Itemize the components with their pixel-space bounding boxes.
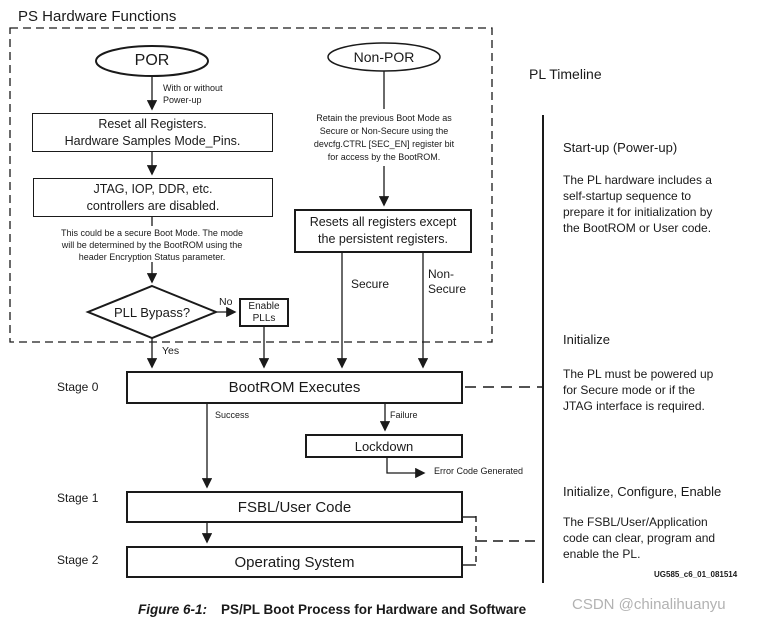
doc-ref: UG585_c6_01_081514	[654, 570, 738, 579]
pll-bypass-label: PLL Bypass?	[113, 305, 191, 320]
text-line: FSBL/User Code	[237, 498, 352, 516]
fsbl-user-code-box: FSBL/User Code	[126, 491, 463, 523]
text-line: controllers are disabled.	[86, 198, 220, 213]
label-secure: Secure	[351, 277, 390, 291]
text-line: JTAG interface is required.	[563, 399, 705, 413]
pl-timeline-title: PL Timeline	[529, 66, 602, 82]
secure-boot-note: This could be a secure Boot Mode. The mo…	[27, 227, 277, 263]
text-line: for Secure mode or if the	[563, 383, 696, 397]
text-line: header Encryption Status parameter.	[78, 252, 226, 262]
text-line: Lockdown	[354, 438, 414, 454]
text-line: With or without	[163, 83, 223, 93]
stage2-label: Stage 2	[57, 553, 99, 567]
text-line: JTAG, IOP, DDR, etc.	[93, 181, 213, 196]
ps-hardware-dashed-box	[9, 27, 493, 343]
text-line: will be determined by the BootROM using …	[61, 240, 243, 250]
text-line: Retain the previous Boot Mode as	[316, 113, 452, 123]
text-line: The FSBL/User/Application	[563, 515, 708, 529]
figure-number: Figure 6-1:	[138, 602, 208, 617]
por-label: POR	[134, 52, 170, 69]
text-line: BootROM Executes	[228, 379, 361, 396]
label-no: No	[219, 296, 233, 308]
operating-system-box: Operating System	[126, 546, 463, 578]
text-line: Secure	[428, 282, 467, 296]
non-por-label: Non-POR	[353, 49, 415, 65]
text-line: code can clear, program and	[563, 531, 716, 545]
text-line: Resets all registers except	[309, 215, 457, 229]
text-line: Reset all Registers.	[98, 116, 207, 131]
stage0-label: Stage 0	[57, 380, 99, 394]
timeline-body-startup: The PL hardware includes a self-startup …	[563, 172, 712, 236]
text-line: Operating System	[234, 553, 355, 571]
text-line: This could be a secure Boot Mode. The mo…	[61, 228, 243, 238]
bootrom-executes-box: BootROM Executes	[126, 371, 463, 404]
text-line: PLLs	[252, 312, 276, 324]
text-line: The PL hardware includes a	[563, 173, 712, 187]
timeline-body-configure: The FSBL/User/Application code can clear…	[563, 514, 715, 562]
stage1-label: Stage 1	[57, 491, 99, 505]
timeline-heading-startup: Start-up (Power-up)	[563, 140, 678, 155]
text-line: the BootROM or User code.	[563, 221, 712, 235]
timeline-heading-configure: Initialize, Configure, Enable	[563, 484, 722, 499]
timeline-heading-initialize: Initialize	[563, 332, 610, 347]
text-line: Enable	[248, 300, 280, 312]
label-non-secure: Non- Secure	[428, 267, 466, 297]
enable-plls-box: Enable PLLs	[239, 298, 289, 327]
resets-registers-box: Resets all registers except the persiste…	[294, 209, 472, 253]
text-line: Non-	[428, 267, 455, 281]
retain-boot-mode-note: Retain the previous Boot Mode as Secure …	[299, 112, 469, 164]
reset-registers-box: Reset all Registers. Hardware Samples Mo…	[32, 113, 273, 152]
error-code-label: Error Code Generated	[434, 466, 524, 476]
ps-hardware-title: PS Hardware Functions	[18, 8, 177, 25]
jtag-disabled-box: JTAG, IOP, DDR, etc. controllers are dis…	[33, 178, 273, 217]
timeline-body-initialize: The PL must be powered up for Secure mod…	[563, 366, 713, 414]
text-line: The PL must be powered up	[563, 367, 714, 381]
text-line: the persistent registers.	[318, 232, 448, 246]
watermark: CSDN @chinalihuanyu	[572, 596, 726, 613]
por-arrow-note: With or without Power-up	[163, 82, 223, 106]
text-line: enable the PL.	[563, 547, 641, 561]
text-line: devcfg.CTRL [SEC_EN] register bit	[313, 139, 455, 149]
text-line: self-startup sequence to	[563, 189, 692, 203]
text-line: prepare it for initialization by	[563, 205, 713, 219]
lockdown-box: Lockdown	[305, 434, 463, 458]
text-line: Hardware Samples Mode_Pins.	[64, 133, 241, 148]
label-yes: Yes	[162, 345, 180, 357]
label-failure: Failure	[390, 410, 418, 420]
text-line: for access by the BootROM.	[327, 152, 441, 162]
figure-title: PS/PL Boot Process for Hardware and Soft…	[221, 602, 527, 617]
figure-caption: Figure 6-1: PS/PL Boot Process for Hardwa…	[138, 602, 526, 617]
label-success: Success	[215, 410, 250, 420]
text-line: Power-up	[163, 95, 202, 105]
text-line: Secure or Non-Secure using the	[319, 126, 449, 136]
